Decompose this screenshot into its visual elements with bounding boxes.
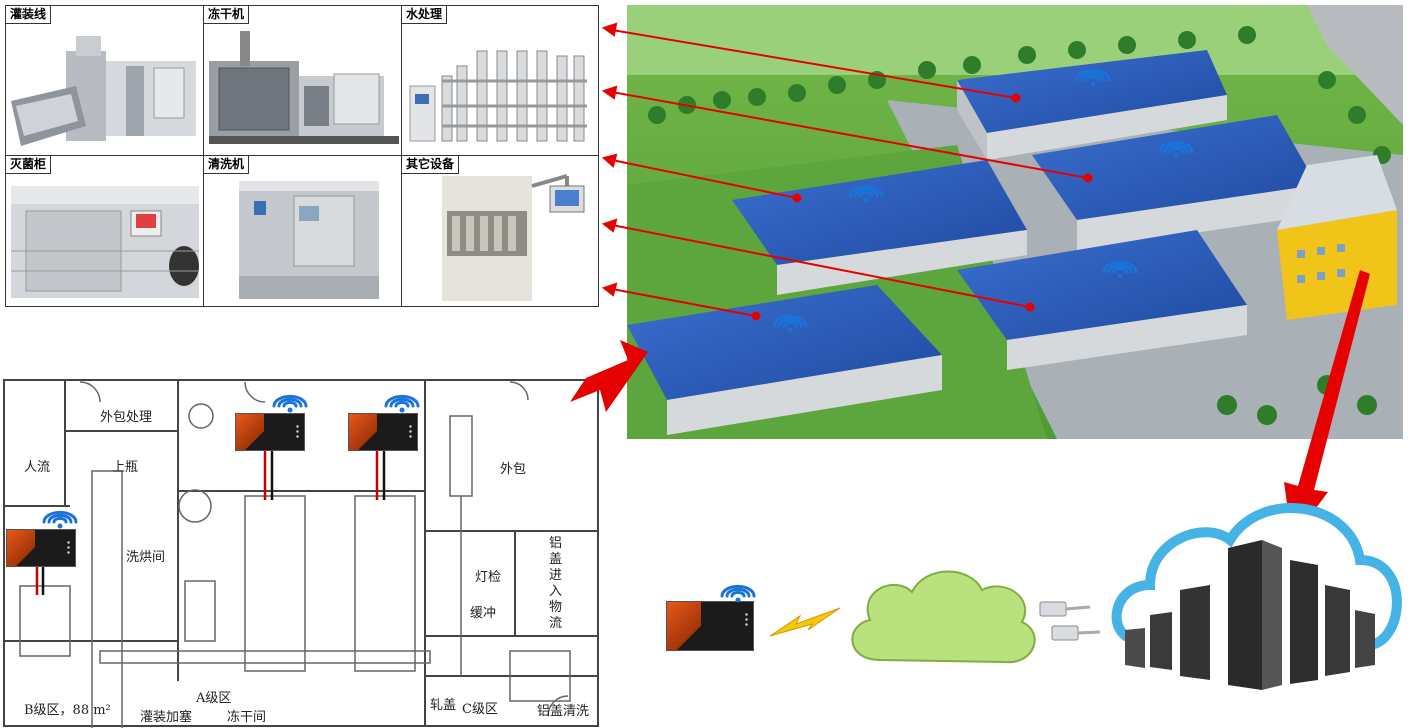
equipment-sterilizer: 灭菌柜 (6, 156, 204, 306)
cloud-server-icon (1111, 503, 1402, 690)
device-stripe (7, 530, 35, 566)
floor-label: 外包处理 (100, 410, 153, 425)
equipment-label: 清洗机 (204, 156, 250, 174)
factory-aerial-view (627, 5, 1403, 439)
freeze-dryer-machine-icon (209, 31, 399, 144)
wifi-arc (720, 584, 756, 598)
equipment-washer: 清洗机 (204, 156, 402, 306)
equipment-freeze-dryer: 冻干机 (204, 6, 402, 156)
floor-label: 外包 (500, 462, 527, 477)
washer-machine-icon (239, 181, 379, 299)
wifi-arc (725, 587, 751, 598)
floor-label: 上瓶 (112, 460, 139, 475)
device-stripe (667, 602, 701, 650)
floor-label: 缓冲 (470, 606, 497, 621)
device-leds (745, 612, 748, 626)
equipment-label: 水处理 (402, 6, 448, 24)
floor-label: C级区 (462, 702, 498, 717)
equipment-grid: 灌装线 冻干机 水处理 (5, 5, 599, 307)
iot-gateway-device (6, 529, 76, 567)
floor-label: 灯检 (475, 570, 502, 585)
floor-label: 铝盖清洗 (537, 704, 590, 719)
floor-label-vertical: 铝盖进入物流 (549, 536, 563, 631)
floor-label: 轧盖 (430, 698, 457, 713)
device-stripe (349, 414, 377, 450)
equipment-label: 灭菌柜 (6, 156, 52, 174)
equipment-water-treatment: 水处理 (402, 6, 598, 156)
equipment-label: 灌装线 (6, 6, 52, 24)
wifi-arc (730, 590, 746, 598)
floor-label: 人流 (24, 460, 51, 475)
iot-gateway-device-network (666, 601, 754, 651)
floor-label: A级区 (196, 691, 232, 706)
floor-label: 冻干间 (227, 710, 267, 725)
equipment-label: 其它设备 (402, 156, 460, 174)
floor-label: 洗烘间 (126, 550, 166, 565)
device-stripe (236, 414, 264, 450)
device-leds (409, 424, 412, 438)
iot-gateway-device (348, 413, 418, 451)
device-leds (296, 424, 299, 438)
floor-plan-walls (3, 379, 599, 728)
sterilizer-machine-icon (11, 186, 199, 298)
equipment-other: 其它设备 (402, 156, 598, 306)
iot-gateway-device (235, 413, 305, 451)
filling-line-machine-icon (11, 36, 196, 146)
device-leds (67, 540, 70, 554)
floor-label: B级区，88 m² (24, 703, 111, 718)
internet-label: Internet (894, 607, 976, 632)
tablet-press-machine-icon (442, 174, 585, 301)
floor-label: 灌装加塞 (140, 710, 193, 725)
water-treatment-machine-icon (409, 50, 587, 142)
equipment-label: 冻干机 (204, 6, 250, 24)
equipment-filling-line: 灌装线 (6, 6, 204, 156)
floor-plan: 外包处理 人流 上瓶 洗烘间 外包 灯检 缓冲 铝盖进入物流 B级区，88 m²… (0, 376, 602, 728)
wireless-link-icon (769, 607, 841, 637)
ethernet-cable-icon (1039, 601, 1101, 641)
